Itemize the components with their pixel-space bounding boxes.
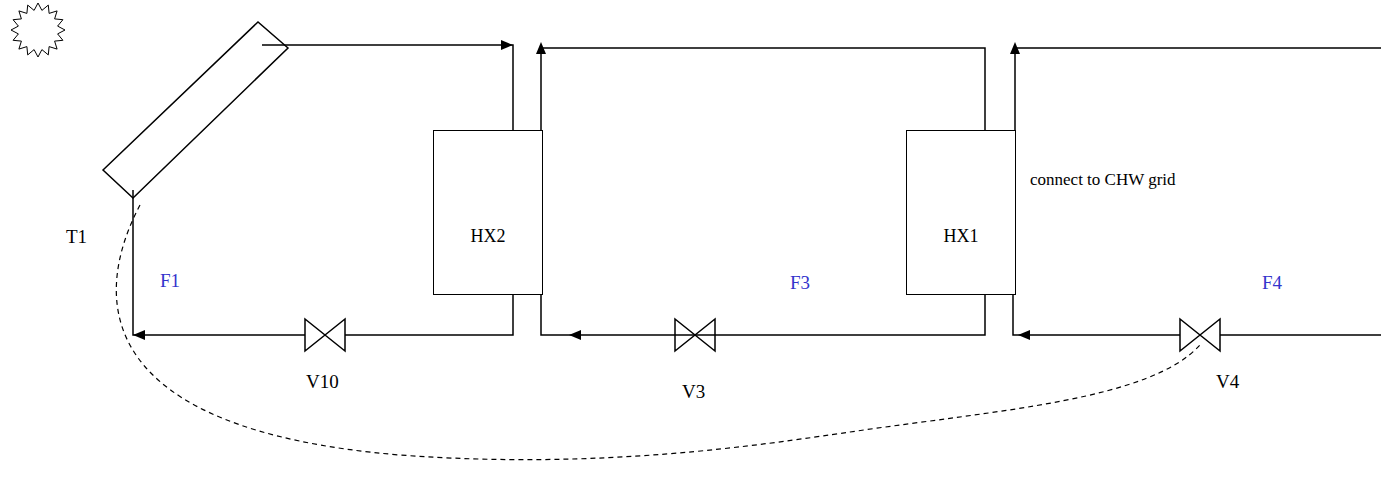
flow-label: F3 bbox=[790, 272, 810, 294]
flow-label: F1 bbox=[160, 270, 180, 292]
pipe-connector bbox=[536, 42, 985, 130]
control-signal-line bbox=[116, 205, 1200, 460]
arrowhead bbox=[569, 330, 581, 340]
box-label: HX1 bbox=[907, 226, 1015, 247]
heat-exchanger-box: HX1 bbox=[906, 130, 1016, 295]
heat-exchanger-box: HX2 bbox=[433, 130, 543, 295]
note-text: T1 bbox=[66, 226, 87, 248]
valve-label: V10 bbox=[306, 371, 339, 393]
sun-outline bbox=[11, 3, 65, 57]
box-label: HX2 bbox=[434, 226, 542, 247]
arrowhead bbox=[536, 42, 546, 54]
valve-label: V4 bbox=[1216, 371, 1239, 393]
note-text: connect to CHW grid bbox=[1030, 165, 1180, 195]
valve-label: V3 bbox=[682, 381, 705, 403]
pipe bbox=[133, 45, 1381, 335]
pipe-connector bbox=[541, 295, 985, 340]
flow-label: F4 bbox=[1262, 272, 1282, 294]
sun-symbol bbox=[11, 3, 65, 57]
solar-collector bbox=[103, 22, 288, 198]
arrowhead bbox=[133, 40, 1030, 340]
